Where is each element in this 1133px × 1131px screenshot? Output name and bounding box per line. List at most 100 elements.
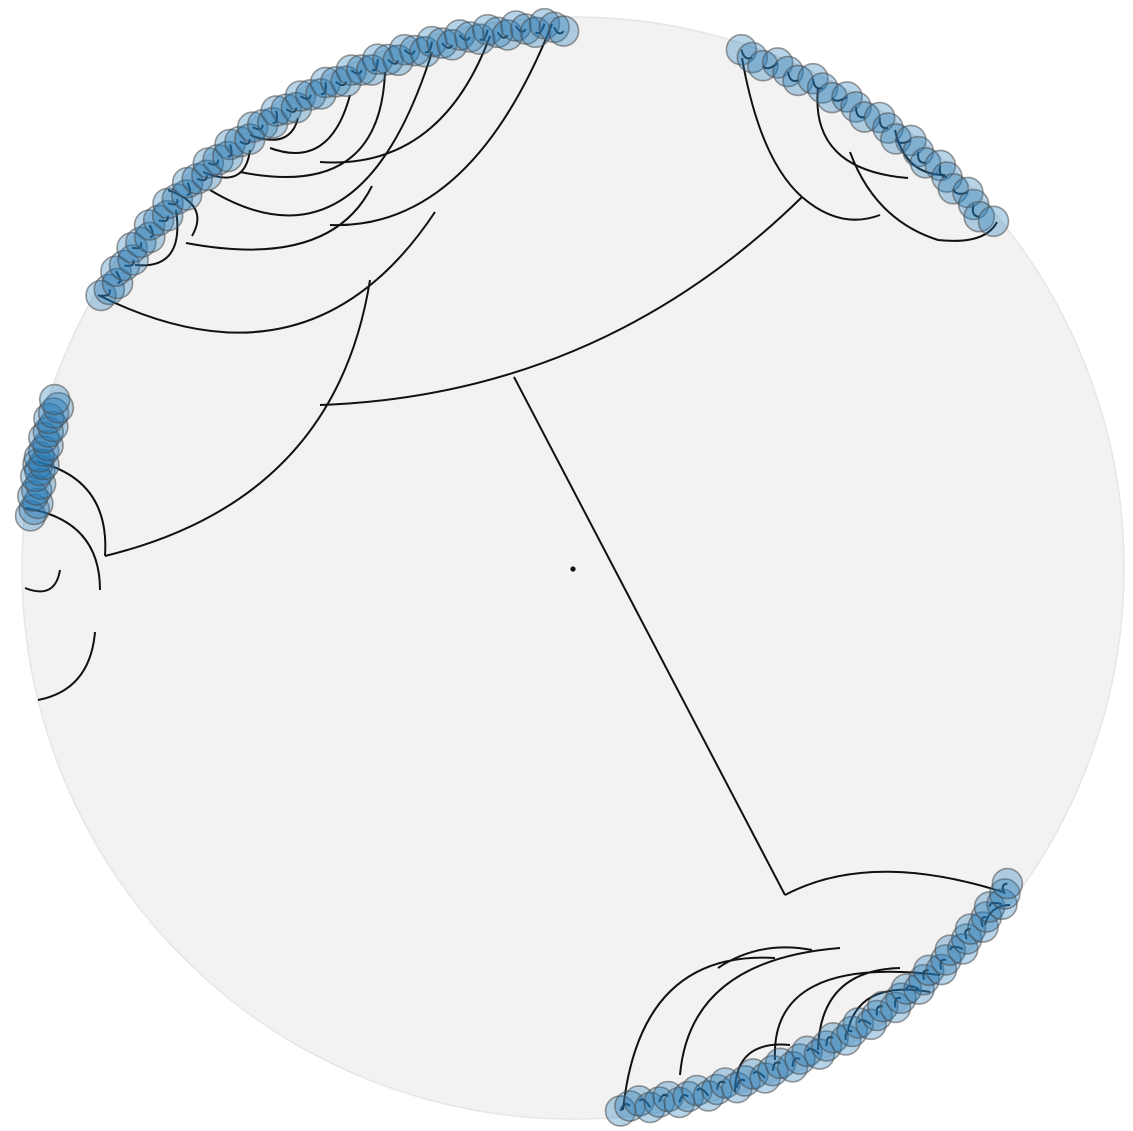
branch-edge (167, 189, 199, 237)
leaf-node (426, 27, 458, 59)
leaf-edge (964, 928, 971, 940)
leaf-node (117, 244, 149, 276)
leaf-edge (553, 26, 565, 35)
branch-edge (773, 970, 941, 1061)
leaf-node (842, 1007, 875, 1039)
leaf-edge (285, 107, 298, 113)
leaf-edge (922, 969, 929, 980)
branch-edge (24, 569, 61, 593)
leaf-node (764, 1047, 797, 1080)
leaf-node (101, 267, 134, 300)
branch-edge (269, 94, 351, 154)
leaf-node (246, 109, 279, 141)
branch-edge (209, 51, 433, 217)
leaf-node (988, 878, 1021, 910)
leaf-edge (441, 42, 454, 49)
leaf-node (42, 391, 75, 424)
leaf-node (85, 279, 117, 312)
branch-edge (319, 35, 491, 164)
branch-edge (37, 631, 96, 701)
leaf-node (23, 454, 56, 487)
branch-edge (622, 956, 776, 1111)
branch-edge (894, 129, 946, 176)
branch-edge (513, 376, 786, 896)
branch-edge (24, 507, 101, 591)
leaf-node (829, 1024, 862, 1056)
leaf-edge (387, 58, 400, 65)
leaf-node (817, 1022, 850, 1054)
leaf-node (443, 19, 476, 51)
leaf-node (37, 410, 69, 443)
leaf-node (260, 95, 293, 127)
leaf-edge (740, 49, 753, 60)
leaf-node (863, 101, 896, 134)
leaf-node (866, 990, 899, 1023)
leaf-node (761, 47, 794, 79)
leaf-node (32, 416, 65, 448)
leaf-node (491, 19, 524, 51)
leaf-node (954, 913, 987, 945)
leaf-node (861, 999, 893, 1032)
leaf-node (991, 867, 1024, 900)
leaf-edge (771, 1061, 781, 1071)
leaf-edge (496, 31, 509, 39)
leaf-node (133, 209, 166, 241)
branch-edge (784, 870, 1004, 896)
leaf-node (471, 13, 504, 46)
branch-edge (202, 149, 251, 179)
leaf-node (806, 72, 839, 104)
leaf-node (236, 111, 269, 143)
leaf-node (797, 62, 829, 95)
leaf-node (791, 1035, 823, 1068)
leaf-node (912, 954, 945, 987)
leaf-node (890, 973, 923, 1005)
leaf-node (170, 179, 203, 211)
leaf-edge (252, 124, 264, 131)
leaf-node (319, 66, 352, 98)
leaf-edge (825, 1036, 834, 1047)
leaf-node (840, 91, 872, 123)
leaf-node (885, 982, 917, 1015)
leaf-edge (350, 69, 363, 75)
leaf-node (152, 187, 184, 220)
leaf-node (37, 397, 70, 429)
branch-edge (134, 209, 179, 267)
branch-edge (185, 185, 373, 251)
branch-edge (104, 279, 371, 557)
leaf-node (20, 474, 53, 506)
leaf-edge (239, 139, 251, 145)
leaf-node (879, 991, 912, 1024)
leaf-edge (715, 1080, 726, 1090)
leaf-node (453, 21, 486, 53)
leaf-node (737, 1058, 769, 1090)
leaf-edge (196, 175, 208, 182)
leaf-node (977, 205, 1010, 238)
leaf-node (836, 1015, 869, 1048)
branch-edge (847, 988, 931, 1031)
leaf-node (986, 888, 1018, 921)
leaf-node (100, 255, 132, 288)
leaf-node (519, 16, 552, 49)
leaf-edge (124, 259, 135, 267)
leaf-edge (658, 1093, 669, 1103)
leaf-node (125, 226, 157, 259)
leaf-node (284, 80, 317, 112)
leaf-node (692, 1080, 725, 1112)
root-node (570, 566, 576, 572)
branch-edge (679, 947, 841, 1076)
leaf-node (903, 973, 935, 1005)
branch-edge (329, 23, 553, 227)
leaf-node (93, 273, 126, 306)
leaf-node (38, 383, 71, 416)
leaf-node (108, 249, 141, 282)
leaf-node (151, 199, 184, 232)
leaves-layer (14, 7, 1024, 1127)
leaf-node (27, 435, 60, 468)
branch-edge (816, 87, 909, 179)
leaf-node (934, 934, 967, 967)
leaf-node (772, 55, 804, 88)
leaf-edge (1001, 882, 1008, 895)
leaf-edge (131, 242, 143, 250)
leaf-node (855, 1008, 887, 1041)
